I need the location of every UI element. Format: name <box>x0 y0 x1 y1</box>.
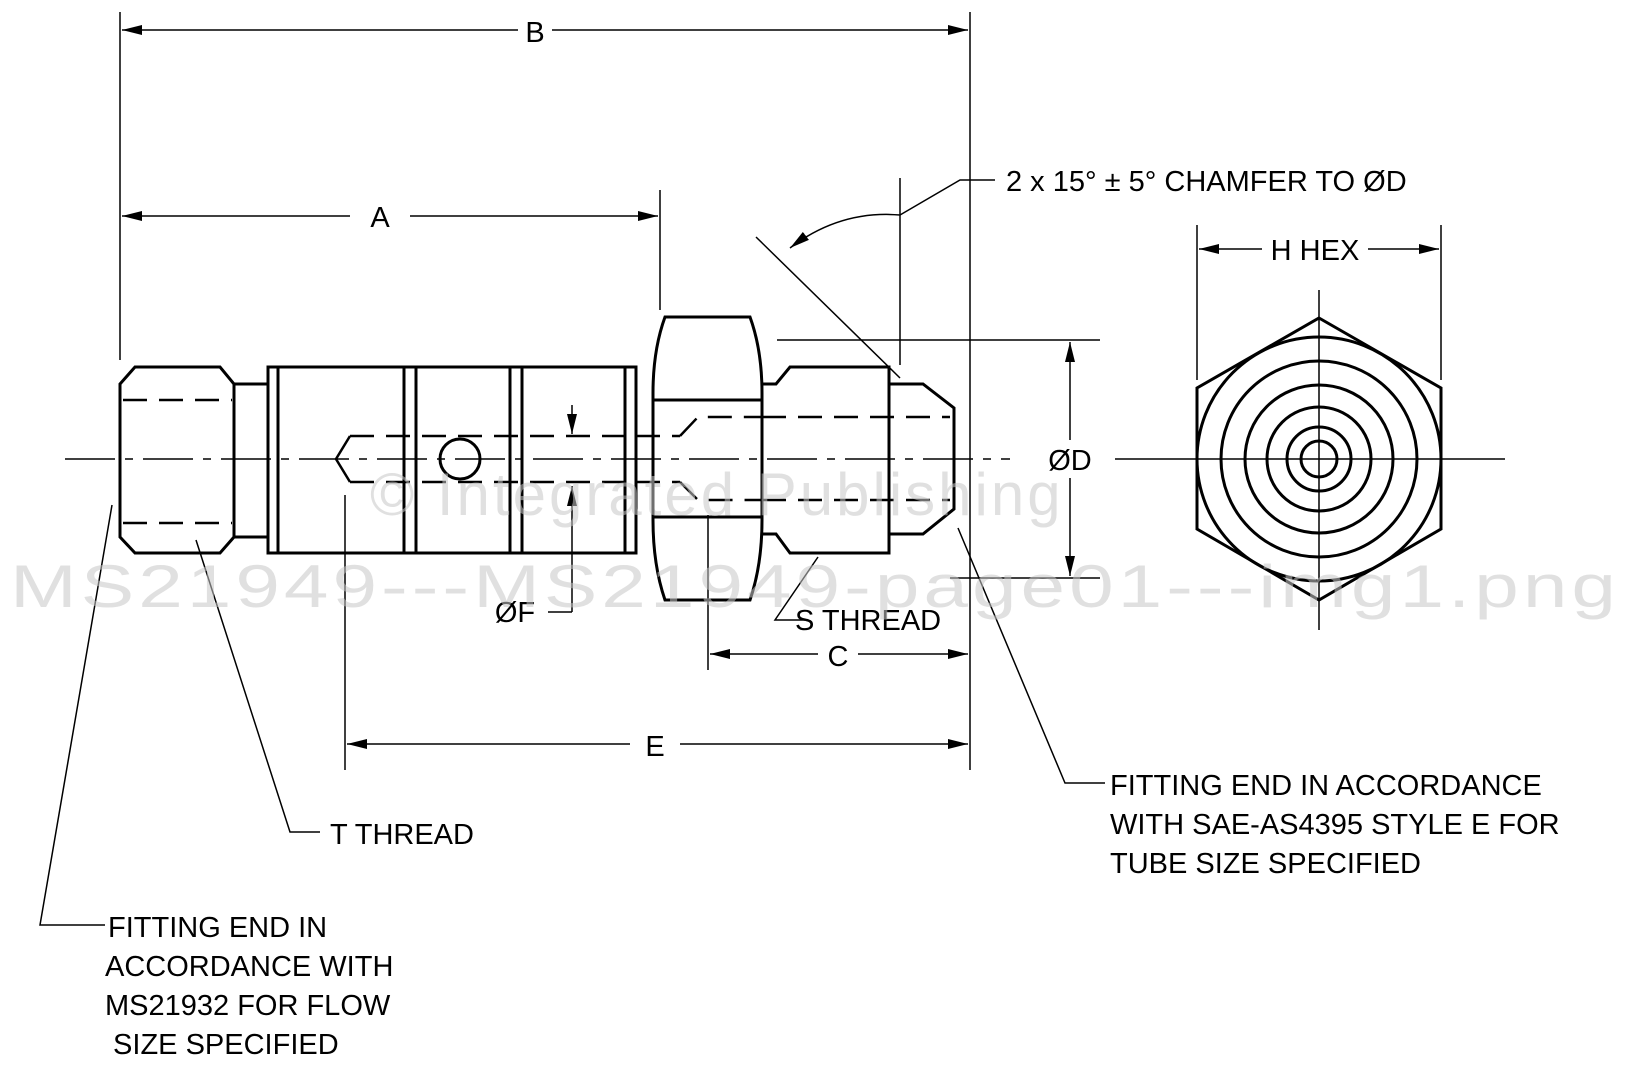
svg-text:FITTING END IN: FITTING END IN <box>108 912 327 944</box>
dim-e-label: E <box>645 731 664 763</box>
hex-end-view <box>1195 316 1443 602</box>
t-thread-callout: T THREAD <box>330 819 474 851</box>
dim-f-label: ØF <box>495 597 535 629</box>
bolt-body <box>266 365 638 555</box>
dim-h-hex-label: H HEX <box>1271 235 1360 267</box>
svg-text:FITTING END IN ACCORDANCE: FITTING END IN ACCORDANCE <box>1110 770 1542 802</box>
svg-text:ACCORDANCE WITH: ACCORDANCE WITH <box>105 951 393 983</box>
svg-text:WITH SAE-AS4395 STYLE E FOR: WITH SAE-AS4395 STYLE E FOR <box>1110 809 1560 841</box>
dimension-lines <box>39 12 1442 926</box>
dim-b-label: B <box>525 17 544 49</box>
svg-text:SIZE SPECIFIED: SIZE SPECIFIED <box>105 1029 339 1061</box>
svg-text:MS21932 FOR FLOW: MS21932 FOR FLOW <box>105 990 391 1022</box>
neck <box>232 382 270 539</box>
svg-text:TUBE SIZE SPECIFIED: TUBE SIZE SPECIFIED <box>1110 848 1421 880</box>
dim-a-label: A <box>370 202 390 234</box>
hex-nut <box>651 315 764 602</box>
dim-c-label: C <box>828 641 849 673</box>
left-fitting-note: FITTING END IN ACCORDANCE WITH MS21932 F… <box>105 912 393 1061</box>
left-fitting-end <box>118 365 236 555</box>
dim-d-label: ØD <box>1048 445 1092 477</box>
chamfer-callout: 2 x 15° ± 5° CHAMFER TO ØD <box>1006 166 1407 198</box>
s-thread-callout: S THREAD <box>795 605 941 637</box>
watermark-line-2: MS21949---MS21949-page01---img1.png <box>10 553 1620 620</box>
watermark-line-1: © Integrated Publishing <box>370 461 1064 528</box>
right-fitting-note: FITTING END IN ACCORDANCE WITH SAE-AS439… <box>1110 770 1560 880</box>
fitting-side-view <box>118 315 956 602</box>
